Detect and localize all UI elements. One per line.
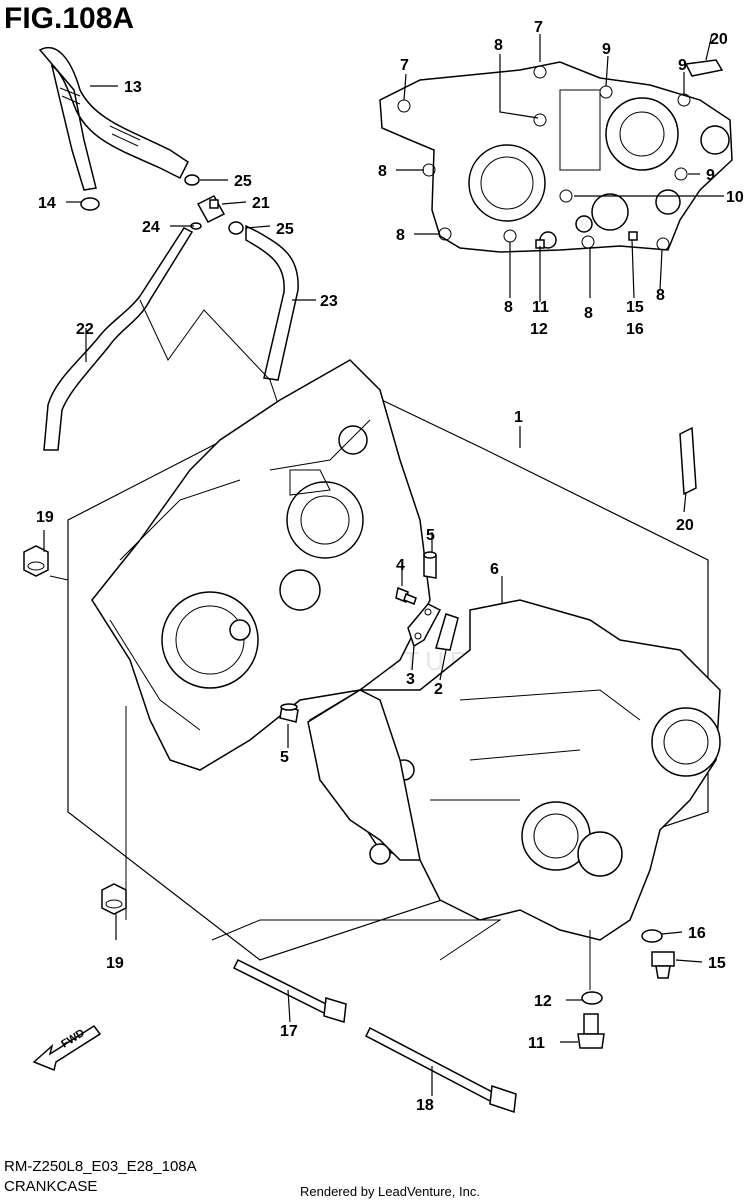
- dowel-pin-5-lower: [279, 703, 299, 723]
- callout-13: 13: [124, 79, 142, 96]
- callout-4: 4: [396, 557, 405, 574]
- joint-21: [196, 195, 226, 223]
- nut-19-upper: [23, 545, 49, 577]
- clamp-14: [80, 197, 100, 211]
- callout-12-top: 12: [530, 321, 548, 338]
- callout-6: 6: [490, 561, 499, 578]
- leader-lines: [43, 33, 724, 1096]
- gasket-6: [307, 689, 421, 861]
- callout-23: 23: [320, 293, 338, 310]
- figure-code: RM-Z250L8_E03_E28_108A: [4, 1158, 197, 1175]
- callout-7-right: 7: [534, 19, 543, 36]
- washer-16: [641, 929, 663, 943]
- callout-1: 1: [514, 409, 523, 426]
- bolt-18: [365, 1026, 517, 1114]
- gasket-2: [435, 613, 459, 651]
- callout-numbers: 1 2 3 4 5 5 6 7 7 8 8 8 8 8 8 8 9 9 9 10…: [36, 19, 744, 1114]
- callout-8-bottom-3: 8: [656, 287, 665, 304]
- callout-8-top: 8: [494, 37, 503, 54]
- plug-15: [651, 951, 675, 979]
- callout-25-upper: 25: [234, 173, 252, 190]
- assembly-guides: [49, 575, 591, 990]
- callout-8-bottom-1: 8: [504, 299, 513, 316]
- callout-20-bottom: 20: [676, 517, 694, 534]
- callout-11-bottom: 11: [528, 1035, 545, 1052]
- callout-16-bottom: 16: [688, 925, 706, 942]
- callout-8-left-upper: 8: [378, 163, 387, 180]
- bolt-4: [395, 586, 417, 605]
- callout-3: 3: [406, 671, 415, 688]
- callout-10: 10: [726, 189, 744, 206]
- nut-19-lower: [101, 883, 127, 915]
- callout-14: 14: [38, 195, 56, 212]
- clamp-25: [184, 174, 244, 235]
- render-credit: Rendered by LeadVenture, Inc.: [300, 1184, 480, 1199]
- callout-16-top: 16: [626, 321, 644, 338]
- callout-19-lower: 19: [106, 955, 124, 972]
- breather-hose-13: [38, 47, 189, 191]
- callout-18: 18: [416, 1097, 434, 1114]
- plate-3: [407, 603, 442, 648]
- hose-23: [245, 224, 299, 381]
- callout-2: 2: [434, 681, 443, 698]
- callout-19-upper: 19: [36, 509, 54, 526]
- callout-25-lower: 25: [276, 221, 294, 238]
- crankcase-left-half: [91, 359, 431, 771]
- figure-subtitle: CRANKCASE: [4, 1178, 98, 1195]
- callout-24: 24: [142, 219, 160, 236]
- callout-11-top: 11: [532, 299, 549, 316]
- callout-5-upper: 5: [426, 527, 435, 544]
- dowel-pin-5-upper: [423, 551, 437, 579]
- hose-22: [43, 227, 194, 451]
- callout-5-lower: 5: [280, 749, 289, 766]
- callout-21: 21: [252, 195, 270, 212]
- callout-12-bottom: 12: [534, 993, 552, 1010]
- figure-title: FIG.108A: [4, 2, 135, 35]
- callout-17: 17: [280, 1023, 298, 1040]
- callout-7-left: 7: [400, 57, 409, 74]
- fwd-arrow-icon: FWD: [32, 1024, 102, 1072]
- clamp-20-upper: [684, 59, 724, 77]
- callout-15-bottom: 15: [708, 955, 726, 972]
- washer-12: [581, 991, 603, 1005]
- callout-9-top: 9: [602, 41, 611, 58]
- callout-8-bottom-2: 8: [584, 305, 593, 322]
- clamp-20-lower: [679, 426, 697, 496]
- callout-9-right: 9: [706, 167, 715, 184]
- callout-8-left-lower: 8: [396, 227, 405, 244]
- callout-15-top: 15: [626, 299, 644, 316]
- bolt-17: [232, 958, 347, 1023]
- crankcase-inner-view: [379, 61, 733, 253]
- callout-20-top: 20: [710, 31, 728, 48]
- callout-9-right-top: 9: [678, 57, 687, 74]
- bolt-11: [577, 1013, 605, 1049]
- callout-22: 22: [76, 321, 94, 338]
- callout-8-extra: 8: [660, 287, 669, 304]
